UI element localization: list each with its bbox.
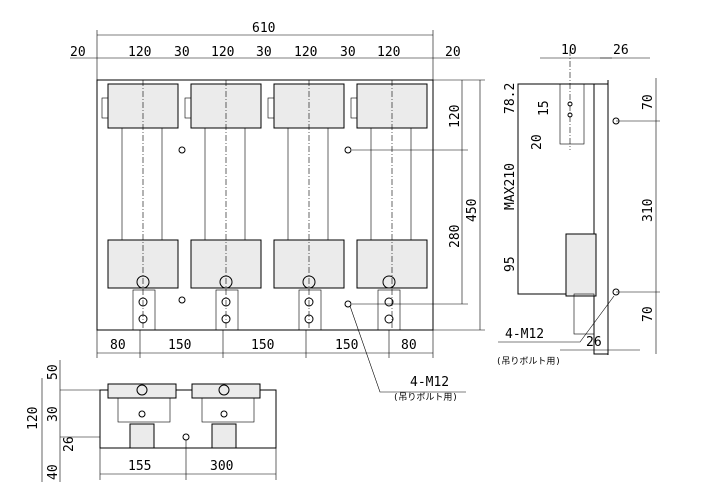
side-bottom-dim: 26: [586, 335, 602, 350]
bottom-view: 50 120 30 26 40 155 300: [26, 360, 277, 482]
top-dim: 20: [445, 45, 461, 60]
top-dim: 30: [256, 45, 272, 60]
top-dim: 120: [294, 45, 317, 60]
front-view: 610 20 120 30 120 30 120 30 120 20 120 2…: [70, 21, 485, 403]
unit-3: [267, 80, 345, 331]
side-view: 10 26 78.2 15 20 MAX210 95 70 310 70 26 …: [496, 43, 660, 367]
hanger-hole: [182, 433, 190, 441]
right-dim-280: 280: [448, 225, 463, 248]
plan-left-dim: 120: [26, 407, 41, 430]
plan-left-dim: 30: [46, 406, 61, 422]
main-note-title: 4-M12: [410, 375, 449, 390]
side-right-dim: 70: [641, 306, 656, 322]
side-right-dim: 70: [641, 94, 656, 110]
hanger-hole: [344, 146, 352, 154]
hanger-hole: [178, 296, 186, 304]
unit-2: [184, 80, 262, 331]
bottom-dim: 80: [110, 338, 126, 353]
side-note-title: 4-M12: [505, 327, 544, 342]
right-dim-120: 120: [448, 105, 463, 128]
side-left-dim: 20: [530, 134, 545, 150]
top-dim: 30: [174, 45, 190, 60]
side-left-dim: 15: [537, 100, 552, 116]
side-left-dim: 78.2: [503, 83, 518, 114]
bottom-dim: 150: [168, 338, 191, 353]
plan-bottom-dim: 300: [210, 459, 233, 474]
bottom-dim: 150: [251, 338, 274, 353]
top-dim: 120: [377, 45, 400, 60]
unit-4: [350, 80, 428, 331]
hanger-hole: [344, 300, 352, 308]
side-left-dim-max: MAX210: [503, 163, 518, 210]
overall-width-dim: 610: [252, 21, 275, 36]
side-top-dim-10: 10: [561, 43, 577, 58]
top-dim: 120: [211, 45, 234, 60]
main-note-sub: (吊りボルト用): [393, 392, 458, 403]
plan-frame: [99, 389, 277, 449]
bottom-dim: 150: [335, 338, 358, 353]
plan-left-dim: 50: [46, 364, 61, 380]
top-dim: 120: [128, 45, 151, 60]
base-plate: [96, 79, 434, 331]
side-left-dim: 95: [503, 256, 518, 272]
top-dim: 30: [340, 45, 356, 60]
side-right-dim: 310: [641, 199, 656, 222]
hanger-hole: [178, 146, 186, 154]
leader-line: [349, 305, 466, 393]
bottom-dim: 80: [401, 338, 417, 353]
plan-left-dim: 26: [62, 436, 77, 452]
side-top-dim-26: 26: [613, 43, 629, 58]
plan-left-dim: 40: [46, 464, 61, 480]
unit-1: [101, 80, 179, 331]
right-dim-450: 450: [465, 199, 480, 222]
plan-bottom-dim: 155: [128, 459, 151, 474]
side-note-sub: (吊りボルト用): [496, 356, 561, 367]
side-leader-line: [498, 295, 615, 343]
top-dim: 20: [70, 45, 86, 60]
